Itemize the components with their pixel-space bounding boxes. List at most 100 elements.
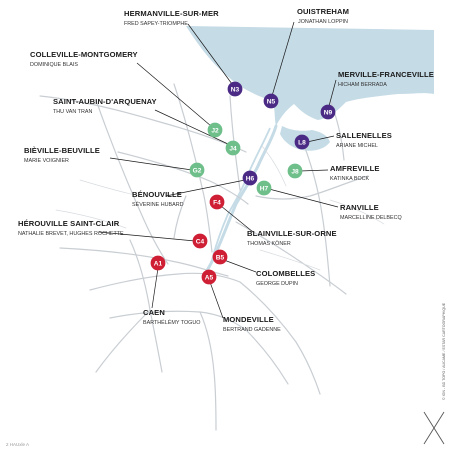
artist-name: MARCELLINE DELBECQ [340,215,402,221]
site-badge-code: N3 [231,86,240,93]
site-badge-circle [287,163,303,179]
site-badge-circle [225,140,241,156]
leader-line [223,259,257,273]
leader-line [271,21,295,97]
site-badge-code: G2 [193,167,202,174]
site-badge[interactable]: B5 [212,249,228,265]
place-name: SAINT-AUBIN-D'ARQUENAY [53,97,157,106]
site-badge[interactable]: N3 [227,81,243,97]
place-name: BÉNOUVILLE [132,190,182,199]
artist-name: MARIE VOIGNIER [24,158,69,164]
site-badge[interactable]: J4 [225,140,241,156]
site-badge[interactable]: N5 [263,93,279,109]
artist-name: SÉVERINE HUBARD [132,201,184,208]
labels-layer: HERMANVILLE-SUR-MER FRED SAPEY-TRIOMPHE OU… [18,7,434,333]
site-badge-code: N9 [324,109,333,116]
artist-name: ARIANE MICHEL [336,143,378,149]
site-badge[interactable]: A1 [150,255,166,271]
site-badge-code: F4 [213,199,221,206]
artist-name: BARTHÉLÉMY TOGUO [143,319,200,326]
site-badge-code: J4 [229,145,237,152]
site-badge-circle [320,104,336,120]
place-name: MONDEVILLE [223,315,274,324]
footer-text: 2 HAUxle A [6,442,29,447]
leader-line [165,179,246,197]
leader-line [328,79,337,107]
place-name: SALLENELLES [336,131,392,140]
artist-name: THOMAS KÖNER [247,240,291,247]
leader-line [136,62,212,127]
site-badge-circle [227,81,243,97]
leader-line [151,267,159,309]
place-name: MERVILLE-FRANCEVILLE [338,70,434,79]
site-badge-code: H6 [246,175,255,182]
site-badge-circle [192,233,208,249]
site-badge-code: C4 [196,238,205,245]
leader-line [109,157,193,171]
site-badge-circle [212,249,228,265]
north-cross-icon [423,411,445,445]
map-credit: © IGN - BD TOPO / AUCAME / ESTAR CARTOGR… [442,302,446,400]
site-badge-circle [189,162,205,178]
site-badge-code: A5 [205,274,214,281]
site-badge-circle [263,93,279,109]
road-network [39,83,385,431]
place-name: COLLEVILLE-MONTGOMERY [30,50,138,59]
leader-line [306,135,335,143]
site-badge-code: L8 [298,139,306,146]
site-badge-code: J8 [291,168,299,175]
site-badge[interactable]: G2 [189,162,205,178]
artist-name: THU VAN TRAN [53,109,92,115]
artist-name: FRED SAPEY-TRIOMPHE [124,21,188,27]
place-name: RANVILLE [340,203,379,212]
leader-line [154,109,229,145]
site-badge-circle [209,194,225,210]
place-name: BIÈVILLE-BEUVILLE [24,146,100,155]
site-badge-code: N5 [267,98,276,105]
artist-name: KATINKA BOCK [330,176,370,182]
artist-name: BERTRAND GADENNE [223,327,281,333]
place-name: OUISTREHAM [297,7,349,16]
site-badge[interactable]: J2 [207,122,223,138]
place-name: COLOMBELLES [256,269,315,278]
leader-line [98,231,196,242]
site-badge[interactable]: J8 [287,163,303,179]
site-badge-circle [207,122,223,138]
site-badge[interactable]: L8 [294,134,310,150]
site-badge-circle [256,180,272,196]
artist-name: NATHALIE BREVET, HUGHES ROCHETTE [18,231,124,237]
artist-name: DOMINIQUE BLAIS [30,62,78,68]
site-badge[interactable]: H7 [256,180,272,196]
site-badge[interactable]: F4 [209,194,225,210]
leader-lines [98,21,339,319]
leader-line [299,169,329,172]
leader-line [220,205,254,233]
sea-area [186,26,434,126]
artist-name: HICHAM BERRADA [338,82,387,88]
place-name: AMFREVILLE [330,164,380,173]
site-badge-circle [201,269,217,285]
canal [211,127,271,261]
leader-line [209,281,224,319]
leader-line [187,23,233,85]
site-badge[interactable]: N9 [320,104,336,120]
site-badge[interactable]: C4 [192,233,208,249]
site-badge-circle [294,134,310,150]
place-name: CAEN [143,308,165,317]
place-name: HERMANVILLE-SUR-MER [124,9,219,18]
place-name: BLAINVILLE-SUR-ORNE [247,229,337,238]
site-badge-code: A1 [154,260,163,267]
site-badge-circle [150,255,166,271]
site-badge-code: J2 [211,127,219,134]
place-name: HÉROUVILLE SAINT-CLAIR [18,219,120,228]
artist-name: GEORGE DUPIN [256,281,298,287]
site-badge-code: B5 [216,254,225,261]
site-badge[interactable]: H6 [242,170,258,186]
leader-line [268,188,339,208]
site-badge[interactable]: A5 [201,269,217,285]
artist-name: JONATHAN LOPPIN [298,19,348,25]
site-badge-circle [242,170,258,186]
site-badge-code: H7 [260,185,269,192]
